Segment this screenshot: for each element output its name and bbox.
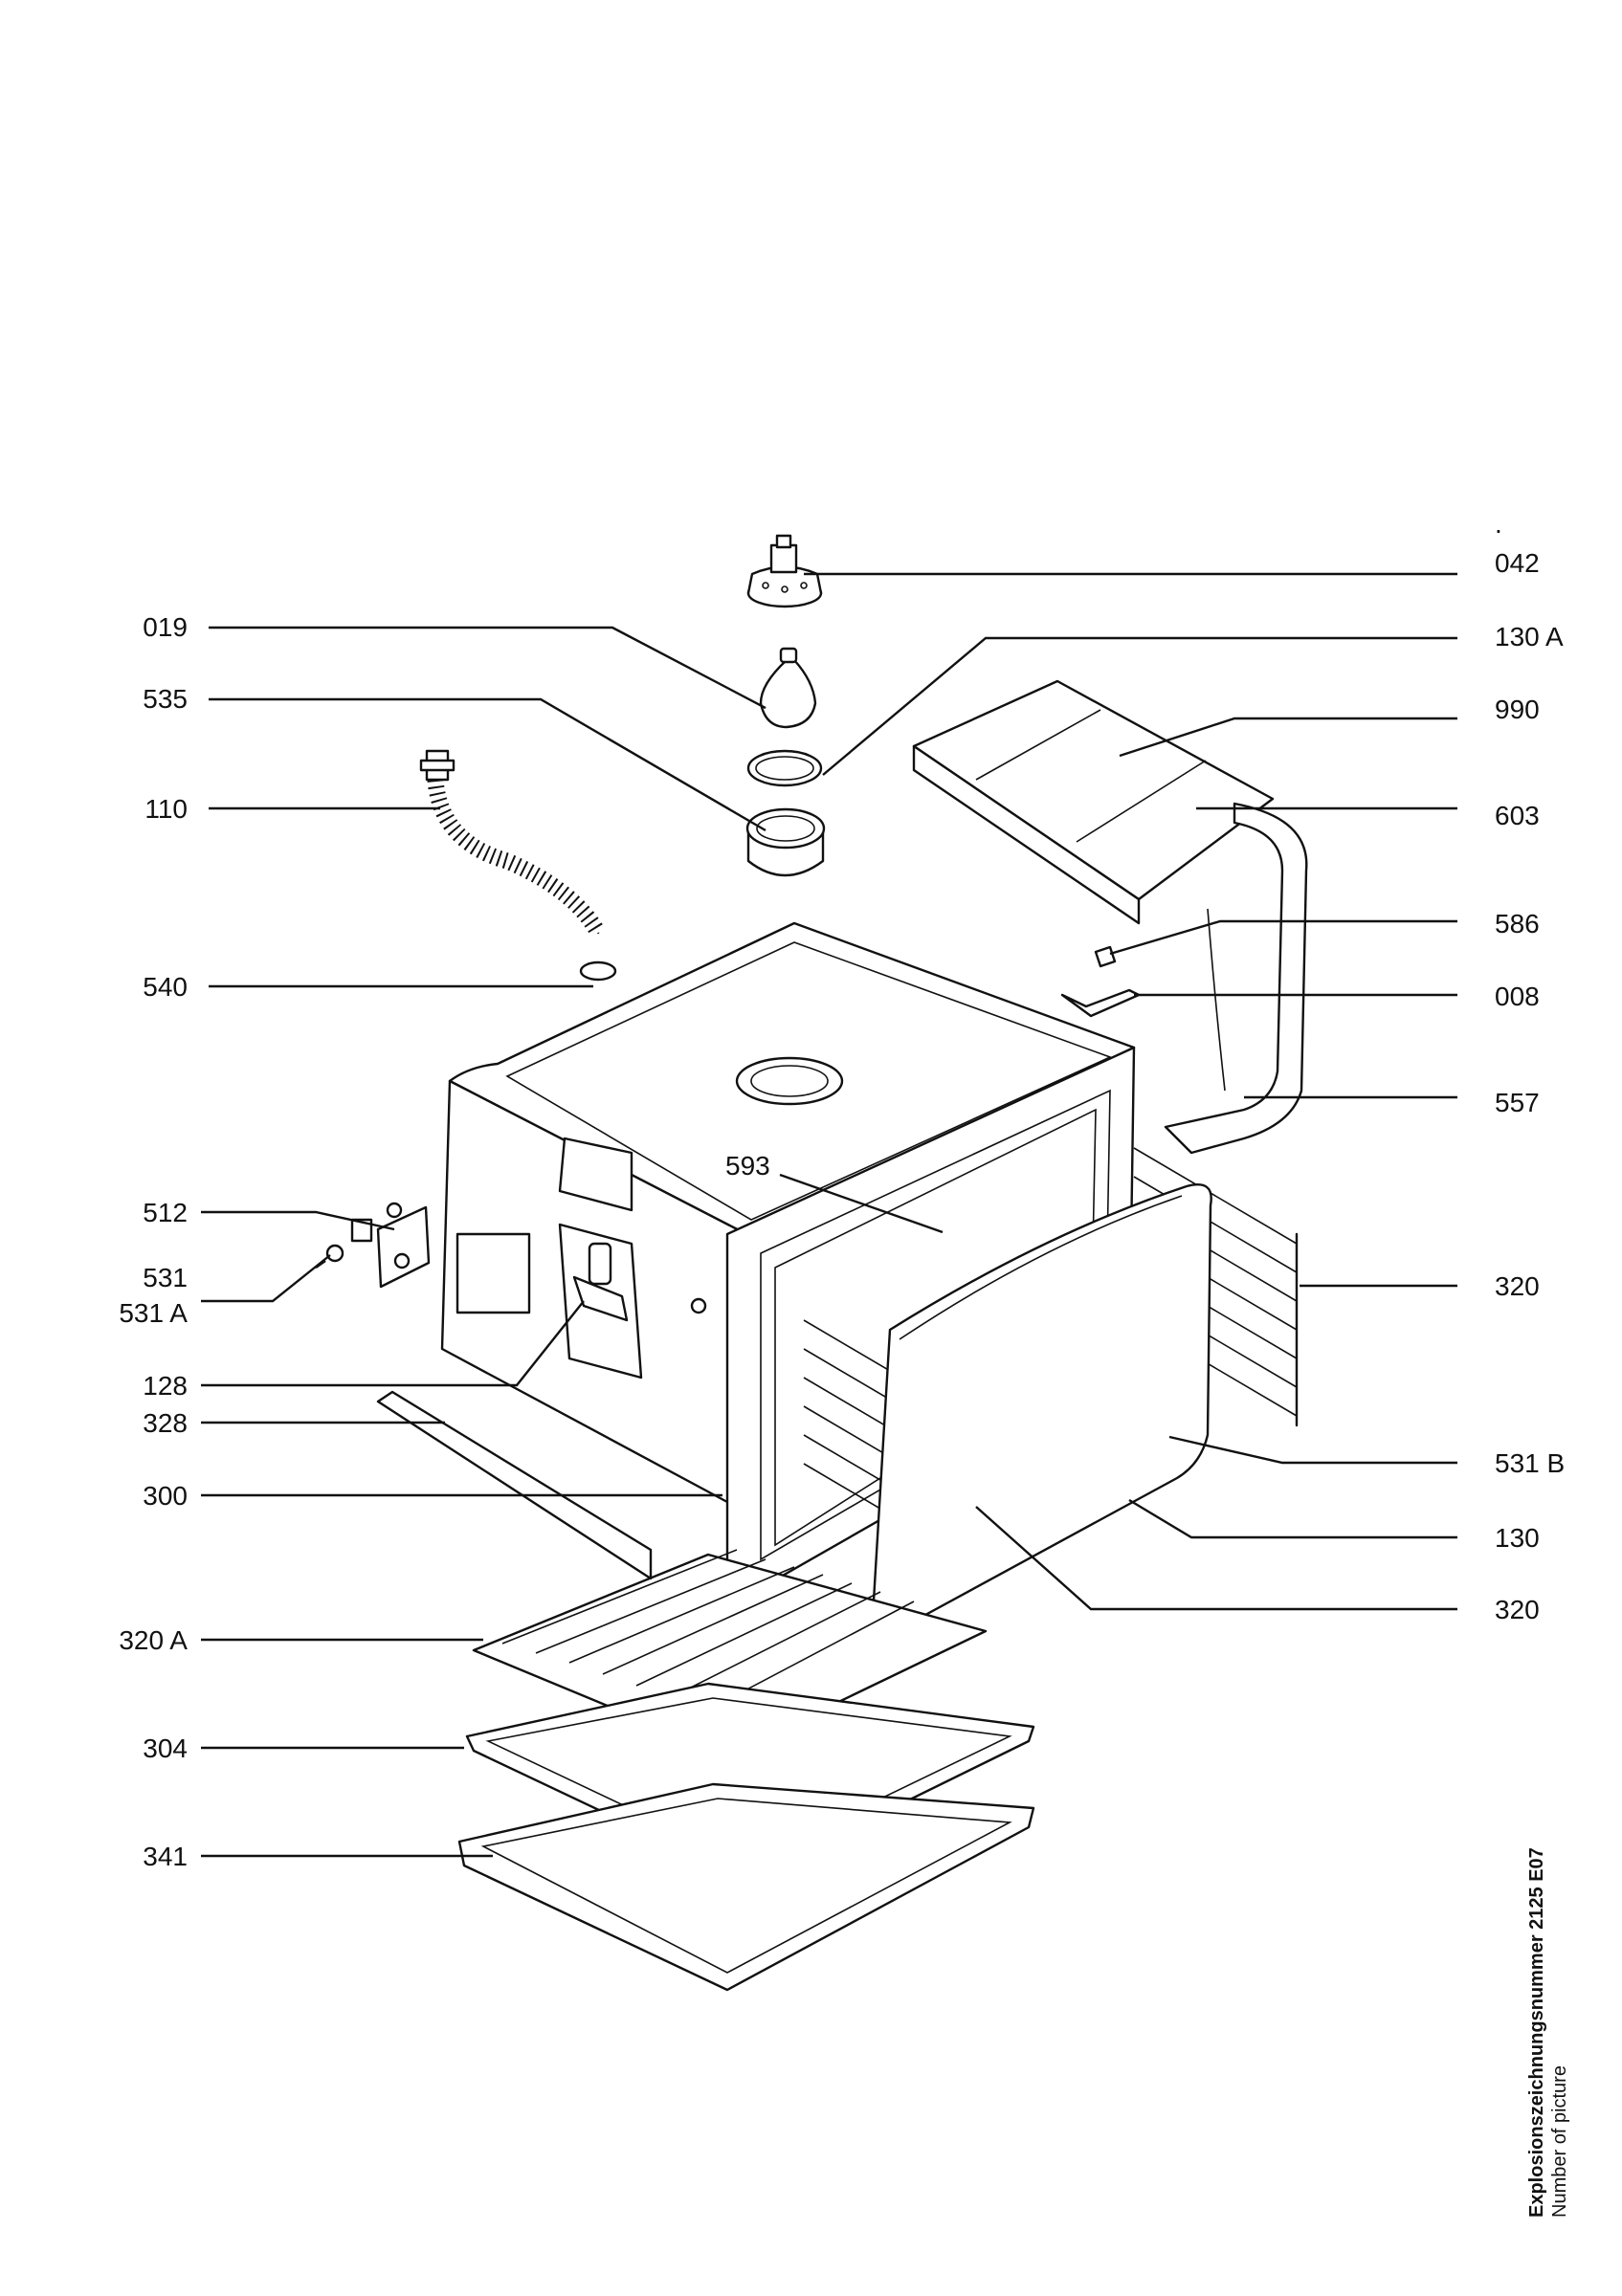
callout-990: 990: [1495, 695, 1540, 724]
lamp-cap-042: [746, 534, 823, 608]
insulation-990: [912, 679, 1275, 925]
bracket-512: [376, 1205, 431, 1289]
clip-586: [1094, 945, 1117, 968]
callout-019: 019: [143, 612, 188, 642]
callout-328: 328: [143, 1408, 188, 1438]
callout-labels-left: 019 535 110 540 512 531 531 A 128 328 30…: [119, 612, 188, 1871]
callout-586: 586: [1495, 909, 1540, 938]
side-caption: Explosionszeichnungsnummer 2125 E07 Numb…: [1526, 1847, 1570, 2218]
callout-130: 130: [1495, 1523, 1540, 1553]
callout-531a: 531 A: [119, 1298, 188, 1328]
spring-008: [1060, 988, 1141, 1018]
callout-130a: 130 A: [1495, 622, 1564, 651]
callout-341: 341: [143, 1842, 188, 1871]
hose-clamp-540: [579, 960, 617, 982]
callout-593: 593: [725, 1151, 770, 1181]
deep-tray-341: [457, 1782, 1035, 1992]
callout-535: 535: [143, 684, 188, 714]
callout-320-lower: 320: [1495, 1595, 1540, 1624]
callout-603: 603: [1495, 801, 1540, 830]
callout-128: 128: [143, 1371, 188, 1401]
callout-300: 300: [143, 1481, 188, 1511]
side-rack-320-right: [1133, 1147, 1299, 1427]
callout-304: 304: [143, 1733, 188, 1763]
lamp-housing-535: [745, 807, 826, 877]
callout-512: 512: [143, 1198, 188, 1227]
callout-320-upper: 320: [1495, 1271, 1540, 1301]
callout-540: 540: [143, 972, 188, 1002]
drawing-number-subtitle: Number of picture: [1549, 2065, 1570, 2218]
insulation-wrap-603-557: [1164, 802, 1308, 1155]
hose-110: [419, 749, 606, 938]
callout-042: 042: [1495, 548, 1540, 578]
callout-008: 008: [1495, 982, 1540, 1011]
callout-531b: 531 B: [1495, 1448, 1565, 1478]
callout-320a: 320 A: [119, 1625, 188, 1655]
svg-text:.: .: [1495, 509, 1502, 539]
leader-lines: [201, 572, 1457, 1858]
callout-531: 531: [143, 1263, 188, 1292]
callout-110: 110: [144, 794, 188, 824]
lamp-bulb-019: [759, 647, 817, 729]
fitting-128: [572, 1242, 629, 1322]
drawing-number: Explosionszeichnungsnummer 2125 E07: [1526, 1847, 1547, 2218]
strip-328: [376, 1390, 653, 1580]
callout-labels-right: . 042 130 A 990 603 586 008 557 320 531 …: [1495, 509, 1565, 1624]
callout-557: 557: [1495, 1088, 1540, 1117]
